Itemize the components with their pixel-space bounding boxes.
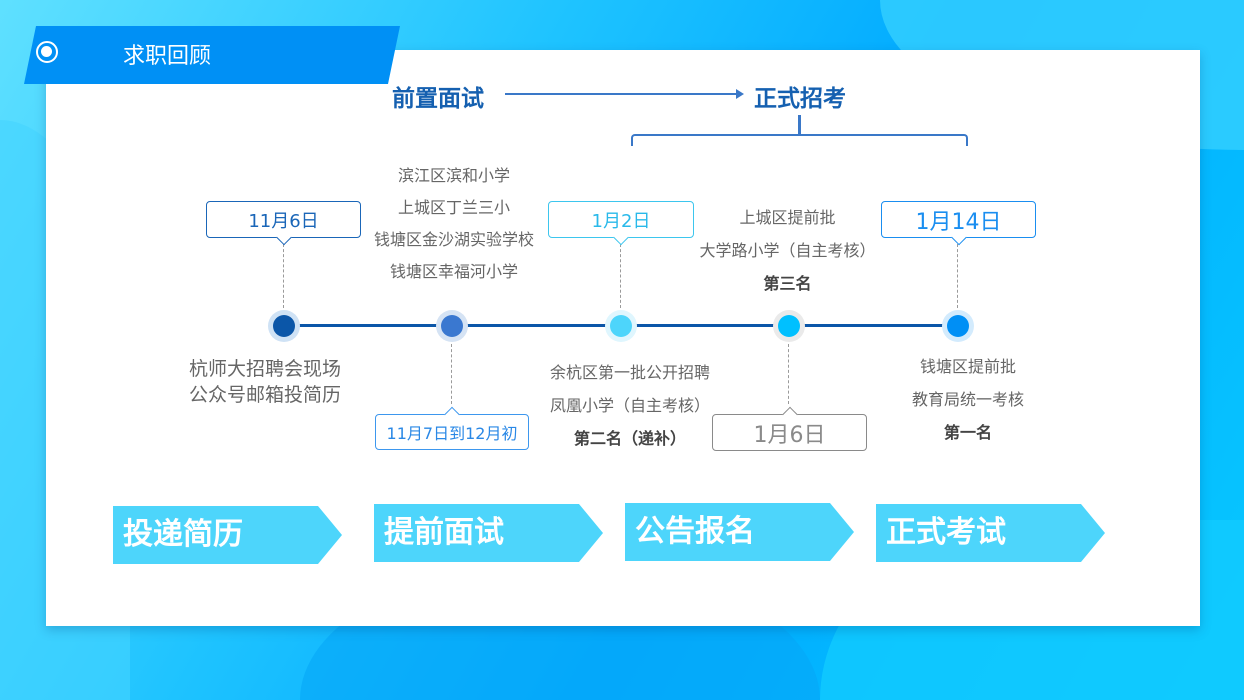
date-callout: 11月6日: [206, 201, 361, 246]
page-title: 求职回顾: [123, 44, 212, 69]
info-line: 大学路小学（自主考核）: [699, 241, 876, 260]
step-label: 正式考试: [886, 515, 1006, 550]
date-label: 1月2日: [591, 210, 651, 232]
date-label: 11月7日到12月初: [386, 424, 518, 443]
date-label: 1月6日: [753, 422, 826, 448]
info-rank: 第二名（递补）: [573, 429, 686, 448]
timeline-node: [605, 310, 637, 342]
date-callout: 11月7日到12月初: [375, 406, 529, 450]
timeline-node-dot: [273, 315, 295, 337]
info-block-pre-interview: 滨江区滨和小学 上城区丁兰三小 钱塘区金沙湖实验学校 钱塘区幸福河小学: [354, 160, 554, 288]
step-label: 公告报名: [635, 514, 755, 549]
date-callout: 1月6日: [712, 406, 867, 451]
step-label: 投递简历: [123, 517, 243, 552]
info-block-qiantang: 钱塘区提前批 教育局统一考核 第一名: [868, 350, 1068, 449]
info-line: 钱塘区提前批: [919, 357, 1016, 376]
dashed-connector: [283, 244, 284, 308]
dashed-connector: [620, 244, 621, 308]
info-block-resume: 杭师大招聘会现场 公众号邮箱投简历: [180, 356, 350, 408]
phase-bracket: [631, 134, 968, 146]
phase-pre-interview: 前置面试: [392, 86, 484, 112]
step-label: 提前面试: [384, 515, 504, 550]
title-banner: [24, 26, 400, 84]
timeline-node-dot: [947, 315, 969, 337]
timeline-node-dot: [610, 315, 632, 337]
step-arrow: 正式考试: [876, 504, 1105, 562]
timeline-node: [942, 310, 974, 342]
info-line: 上城区丁兰三小: [397, 198, 510, 217]
dashed-connector: [451, 344, 452, 404]
timeline-node: [773, 310, 805, 342]
info-line: 杭师大招聘会现场: [188, 358, 341, 380]
radio-target-icon: [36, 41, 58, 63]
timeline-node-dot: [441, 315, 463, 337]
phase-arrow-line: [505, 93, 737, 95]
info-rank: 第一名: [943, 423, 992, 442]
info-block-yuhang: 余杭区第一批公开招聘 凤凰小学（自主考核） 第二名（递补）: [530, 356, 730, 455]
info-line: 教育局统一考核: [911, 390, 1024, 409]
date-callout: 1月2日: [548, 201, 694, 246]
dashed-connector: [957, 244, 958, 308]
step-arrow: 投递简历: [113, 506, 342, 564]
step-arrow: 提前面试: [374, 504, 603, 562]
info-line: 上城区提前批: [739, 208, 836, 227]
arrow-right-icon: [736, 89, 744, 99]
dashed-connector: [788, 344, 789, 404]
info-line: 余杭区第一批公开招聘: [549, 363, 710, 382]
info-block-shangcheng: 上城区提前批 大学路小学（自主考核） 第三名: [680, 201, 895, 300]
timeline-node: [268, 310, 300, 342]
info-rank: 第三名: [763, 274, 812, 293]
info-line: 公众号邮箱投简历: [188, 384, 341, 406]
info-line: 钱塘区幸福河小学: [389, 262, 518, 281]
timeline-node: [436, 310, 468, 342]
info-line: 钱塘区金沙湖实验学校: [373, 230, 534, 249]
date-label: 11月6日: [248, 210, 319, 232]
step-arrow: 公告报名: [625, 503, 854, 561]
bracket-stem: [798, 115, 801, 135]
phase-formal-exam: 正式招考: [754, 86, 846, 112]
info-line: 凤凰小学（自主考核）: [549, 396, 710, 415]
timeline-node-dot: [778, 315, 800, 337]
info-line: 滨江区滨和小学: [397, 166, 510, 185]
date-callout: 1月14日: [881, 201, 1036, 246]
